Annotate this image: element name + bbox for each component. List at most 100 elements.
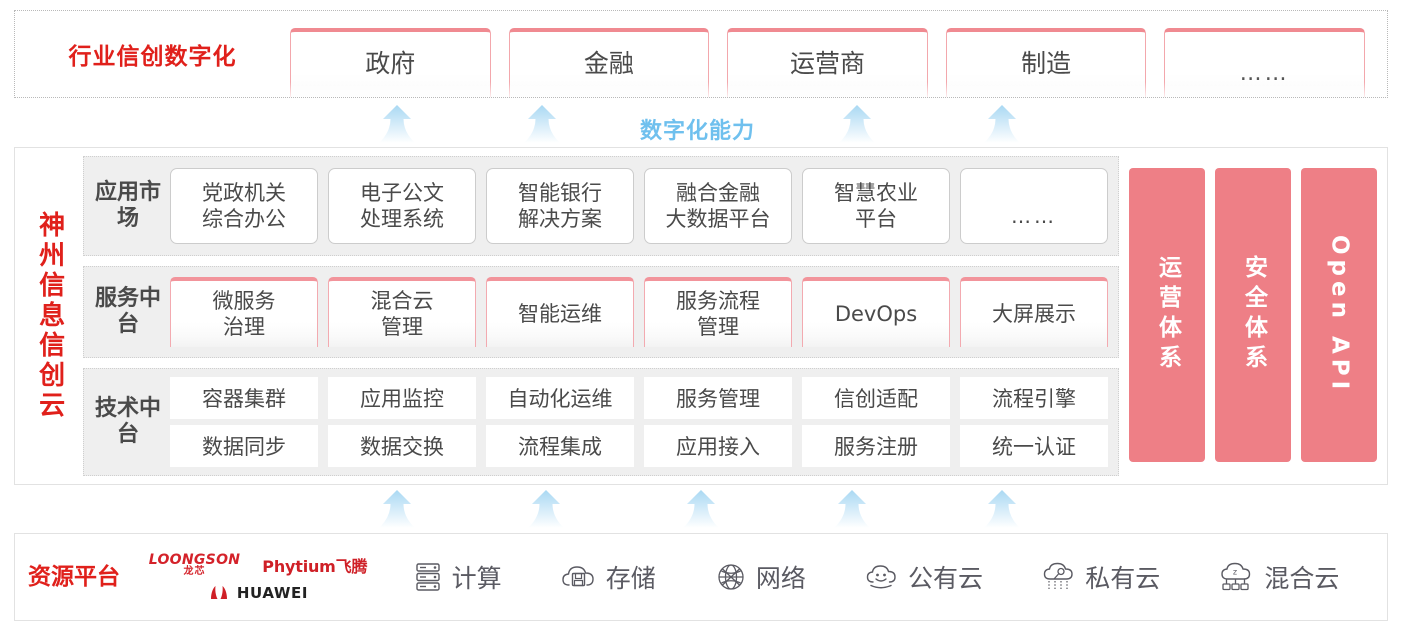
app-tile-smart-agriculture[interactable]: 智慧农业平台: [802, 168, 950, 244]
up-arrow-icon: [523, 104, 561, 144]
tech-tile-unified-auth[interactable]: 统一认证: [960, 425, 1108, 468]
industry-band-title: 行业信创数字化: [68, 44, 237, 70]
app-tile-e-document[interactable]: 电子公文处理系统: [328, 168, 476, 244]
resource-item-label: 存储: [605, 564, 656, 593]
resource-item-label: 网络: [755, 564, 806, 593]
resource-item-hybrid-cloud[interactable]: z 混合云: [1219, 559, 1339, 595]
huawei-petal-icon: [210, 585, 227, 599]
industry-box-label: 金融: [583, 49, 634, 78]
tech-tile-process-engine[interactable]: 流程引擎: [960, 377, 1108, 420]
tech-tile-app-monitoring[interactable]: 应用监控: [328, 377, 476, 420]
private-cloud-icon: [1043, 562, 1073, 589]
industry-box-manufacturing[interactable]: 制造: [945, 28, 1147, 97]
resource-item-network[interactable]: 网络: [715, 559, 806, 595]
row-tech-platform: 技术中台 容器集群 应用监控 自动化运维 服务管理 信创适配 流程引擎 数据同步…: [83, 368, 1119, 476]
industry-box-telecom[interactable]: 运营商: [727, 28, 928, 97]
row-app-market: 应用市场 党政机关综合办公 电子公文处理系统 智能银行解决方案 融合金融大数据平…: [83, 156, 1119, 256]
cloud-panel: 神州信息信创云 应用市场 党政机关综合办公 电子公文处理系统 智能银行解决方案 …: [14, 147, 1388, 485]
pillar-label: 安全体系: [1240, 255, 1267, 375]
resource-panel-title: 资源平台: [28, 563, 120, 590]
cloud-panel-title: 神州信息信创云: [34, 211, 65, 421]
cloud-storage-icon: [562, 566, 594, 587]
pillar-label: 运营体系: [1154, 255, 1181, 375]
tech-tile-app-access[interactable]: 应用接入: [644, 425, 792, 468]
resource-item-label: 计算: [451, 564, 502, 593]
network-globe-icon: [718, 564, 744, 590]
industry-box-list: 政府 金融 运营商 制造 ……: [290, 11, 1387, 97]
app-tile-smart-bank[interactable]: 智能银行解决方案: [486, 168, 634, 244]
pillar-open-api[interactable]: Open API: [1301, 168, 1377, 462]
industry-box-label: ……: [1239, 60, 1290, 86]
tech-subrow-top: 容器集群 应用监控 自动化运维 服务管理 信创适配 流程引擎: [170, 377, 1108, 420]
pillar-list: 运营体系 安全体系 Open API: [1129, 156, 1377, 476]
up-arrow-icon: [983, 489, 1021, 529]
industry-box-label: 运营商: [789, 49, 865, 78]
app-tile-govt-office[interactable]: 党政机关综合办公: [170, 168, 318, 244]
tech-platform-cells: 容器集群 应用监控 自动化运维 服务管理 信创适配 流程引擎 数据同步 数据交换…: [170, 377, 1108, 468]
tech-tile-automated-ops[interactable]: 自动化运维: [486, 377, 634, 420]
svc-tile-devops[interactable]: DevOps: [802, 277, 950, 348]
pillar-label: Open API: [1326, 235, 1353, 395]
phytium-logo: Phytium飞腾: [262, 556, 368, 576]
vendor-line-top: LOONGSON 龙芯 Phytium飞腾: [149, 553, 368, 577]
capability-label: 数字化能力: [640, 119, 756, 144]
row-label-app-market: 应用市场: [94, 180, 161, 231]
up-arrow-icon: [378, 104, 416, 144]
loongson-logo: LOONGSON 龙芯: [149, 553, 241, 577]
industry-box-government[interactable]: 政府: [290, 28, 491, 97]
app-tile-finance-bigdata[interactable]: 融合金融大数据平台: [644, 168, 792, 244]
tech-tile-process-integration[interactable]: 流程集成: [486, 425, 634, 468]
up-arrow-icon: [378, 489, 416, 529]
up-arrow-icon: [838, 104, 876, 144]
cloud-row-list: 应用市场 党政机关综合办公 电子公文处理系统 智能银行解决方案 融合金融大数据平…: [83, 156, 1119, 476]
resource-item-storage[interactable]: 存储: [561, 559, 656, 595]
resource-panel: 资源平台 LOONGSON 龙芯 Phytium飞腾 HUAWEI: [14, 533, 1388, 621]
huawei-logo: HUAWEI: [208, 584, 308, 602]
svc-tile-microservice-governance[interactable]: 微服务治理: [170, 277, 318, 348]
row-label-service-platform: 服务中台: [94, 286, 161, 338]
tech-tile-data-exchange[interactable]: 数据交换: [328, 425, 476, 468]
industry-box-finance[interactable]: 金融: [508, 28, 710, 97]
tech-tile-service-mgmt[interactable]: 服务管理: [644, 377, 792, 420]
pillar-security-system[interactable]: 安全体系: [1215, 168, 1291, 462]
tech-tile-service-registry[interactable]: 服务注册: [802, 425, 950, 468]
up-arrow-icon: [833, 489, 871, 529]
resource-item-public-cloud[interactable]: 公有云: [865, 559, 983, 595]
svc-tile-hybrid-cloud-mgmt[interactable]: 混合云管理: [328, 277, 476, 348]
up-arrow-icon: [527, 489, 565, 529]
app-market-cells: 党政机关综合办公 电子公文处理系统 智能银行解决方案 融合金融大数据平台 智慧农…: [170, 168, 1108, 244]
svc-tile-smart-ops[interactable]: 智能运维: [486, 277, 634, 348]
vendor-logo-list: LOONGSON 龙芯 Phytium飞腾 HUAWEI: [133, 553, 383, 602]
resource-item-private-cloud[interactable]: 私有云: [1042, 559, 1160, 595]
resource-item-label: 公有云: [908, 564, 984, 593]
industry-box-more[interactable]: ……: [1164, 28, 1365, 97]
tech-subrow-bottom: 数据同步 数据交换 流程集成 应用接入 服务注册 统一认证: [170, 425, 1108, 468]
svc-tile-service-process-mgmt[interactable]: 服务流程管理: [644, 277, 792, 348]
loongson-logo-en: LOONGSON: [148, 551, 241, 568]
up-arrow-icon: [983, 104, 1021, 144]
tech-tile-container-cluster[interactable]: 容器集群: [170, 377, 318, 420]
pillar-operations-system[interactable]: 运营体系: [1129, 168, 1205, 462]
tech-tile-data-sync[interactable]: 数据同步: [170, 425, 318, 468]
huawei-logo-text: HUAWEI: [236, 583, 309, 602]
tech-tile-xinchuang-adaptation[interactable]: 信创适配: [802, 377, 950, 420]
row-service-platform: 服务中台 微服务治理 混合云管理 智能运维 服务流程管理 DevOps 大屏展示: [83, 266, 1119, 359]
row-label-tech-platform: 技术中台: [94, 396, 161, 448]
cloud-panel-body: 应用市场 党政机关综合办公 电子公文处理系统 智能银行解决方案 融合金融大数据平…: [83, 148, 1387, 484]
service-platform-cells: 微服务治理 混合云管理 智能运维 服务流程管理 DevOps 大屏展示: [170, 277, 1108, 348]
resource-item-compute[interactable]: 计算: [413, 559, 502, 595]
app-tile-more[interactable]: ……: [960, 168, 1108, 244]
up-arrow-icon: [682, 489, 720, 529]
resource-item-label: 私有云: [1085, 564, 1161, 593]
loongson-logo-cn: 龙芯: [183, 565, 206, 577]
industry-box-label: 政府: [365, 49, 416, 78]
server-rack-icon: [415, 563, 440, 591]
public-cloud-icon: [866, 565, 896, 589]
industry-band: 行业信创数字化 政府 金融 运营商 制造 ……: [14, 10, 1388, 98]
svc-tile-dashboard[interactable]: 大屏展示: [960, 277, 1108, 348]
resource-item-label: 混合云: [1264, 564, 1340, 593]
svg-text:z: z: [1233, 568, 1237, 577]
resource-item-list: 计算 存储 网: [383, 559, 1387, 595]
industry-box-label: 制造: [1021, 49, 1072, 78]
vendor-line-bottom: HUAWEI: [208, 584, 308, 602]
